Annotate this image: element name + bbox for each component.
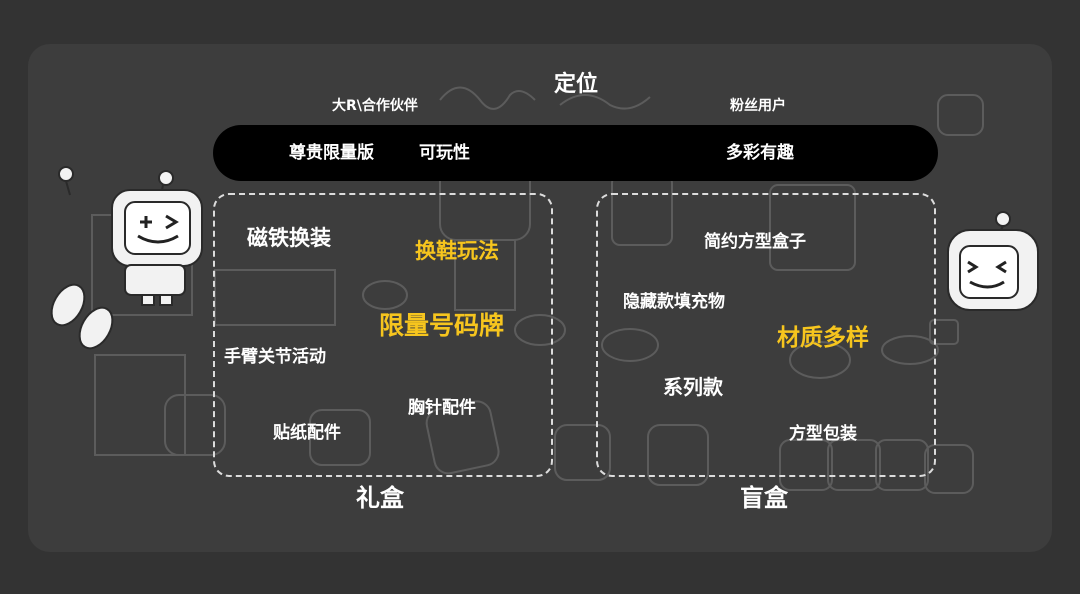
feature-simple-square-box: 简约方型盒子 bbox=[704, 232, 806, 252]
feature-sticker-accessory: 贴纸配件 bbox=[273, 423, 341, 443]
feature-various-materials: 材质多样 bbox=[777, 325, 869, 351]
feature-arm-joints: 手臂关节活动 bbox=[224, 347, 326, 367]
pill-item-playability: 可玩性 bbox=[419, 143, 470, 163]
feature-hidden-filling: 隐藏款填充物 bbox=[623, 292, 725, 312]
pill-item-colorful: 多彩有趣 bbox=[726, 143, 794, 163]
gift-box-label: 礼盒 bbox=[356, 484, 404, 512]
feature-limited-number-plate: 限量号码牌 bbox=[379, 311, 505, 340]
page-title: 定位 bbox=[554, 72, 599, 97]
subtitle-fan-audience: 粉丝用户 bbox=[730, 98, 786, 114]
feature-square-packaging: 方型包装 bbox=[789, 424, 857, 444]
feature-series: 系列款 bbox=[663, 375, 723, 399]
positioning-bar bbox=[213, 125, 938, 181]
gift-box-frame bbox=[213, 193, 553, 477]
feature-pin-accessory: 胸针配件 bbox=[408, 398, 476, 418]
pill-item-premium: 尊贵限量版 bbox=[289, 143, 374, 163]
feature-shoe-swap: 换鞋玩法 bbox=[415, 239, 499, 263]
blind-box-frame bbox=[596, 193, 936, 477]
feature-magnet-dressup: 磁铁换装 bbox=[247, 226, 331, 250]
blind-box-label: 盲盒 bbox=[740, 484, 788, 512]
subtitle-premium-audience: 大R\合作伙伴 bbox=[332, 98, 418, 114]
